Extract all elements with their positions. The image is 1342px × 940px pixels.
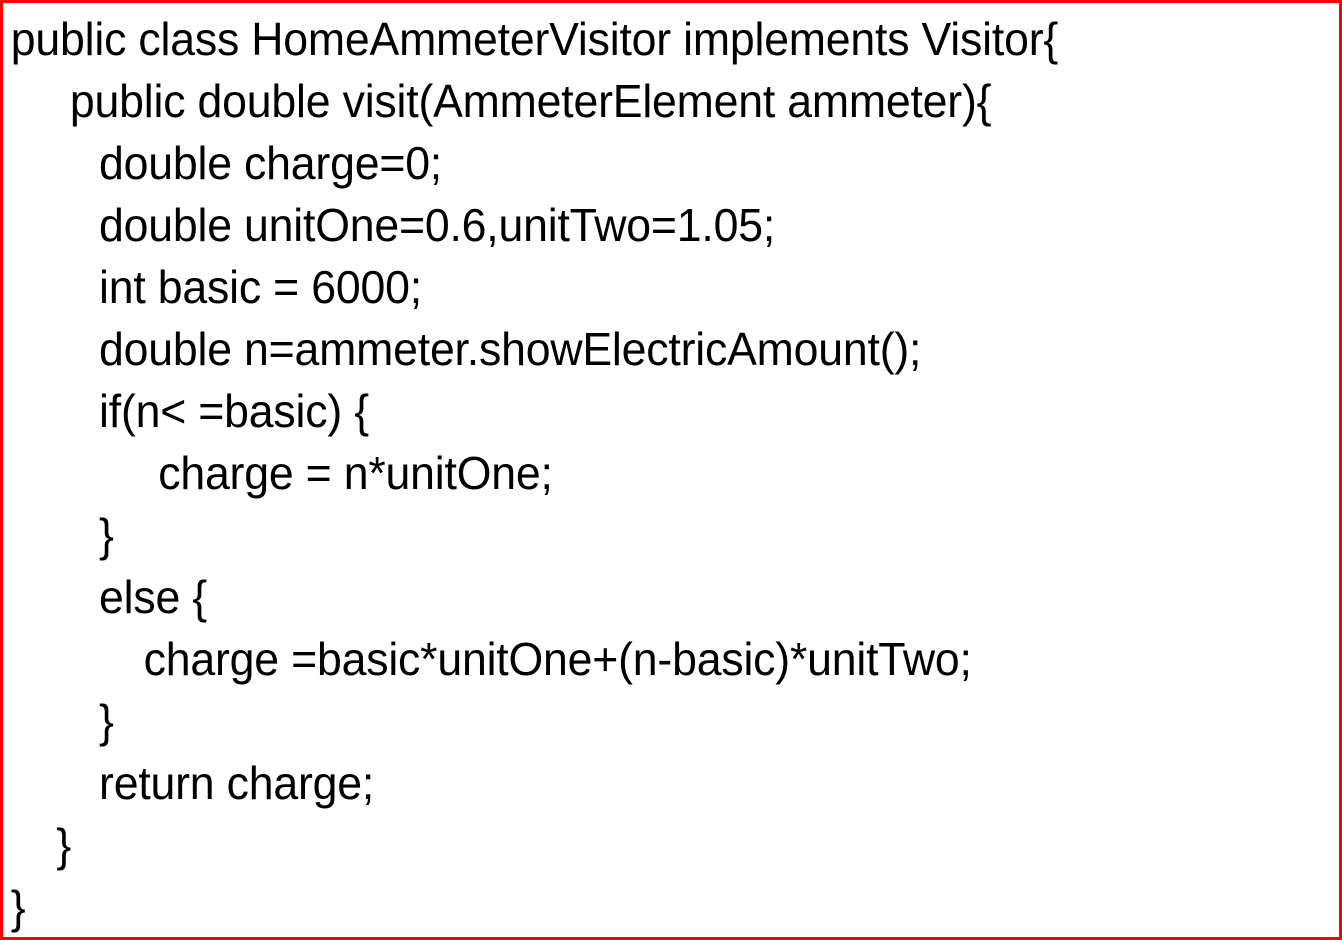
code-line: public class HomeAmmeterVisitor implemen… bbox=[10, 13, 1059, 65]
code-line: } bbox=[10, 881, 26, 933]
code-line: charge =basic*unitOne+(n-basic)*unitTwo; bbox=[143, 633, 972, 685]
code-line: int basic = 6000; bbox=[99, 261, 422, 313]
code-line: double unitOne=0.6,unitTwo=1.05; bbox=[99, 199, 776, 251]
code-line: double n=ammeter.showElectricAmount(); bbox=[99, 323, 922, 375]
code-line: } bbox=[99, 509, 114, 561]
code-line: public double visit(AmmeterElement ammet… bbox=[69, 75, 992, 127]
code-listing: public class HomeAmmeterVisitor implemen… bbox=[3, 3, 1339, 937]
code-line: if(n< =basic) { bbox=[99, 385, 369, 437]
code-line: else { bbox=[99, 571, 208, 623]
code-line: } bbox=[99, 695, 114, 747]
code-line: return charge; bbox=[99, 757, 375, 809]
code-line: charge = n*unitOne; bbox=[158, 447, 553, 499]
code-line: } bbox=[56, 819, 72, 871]
code-line: double charge=0; bbox=[99, 137, 443, 189]
